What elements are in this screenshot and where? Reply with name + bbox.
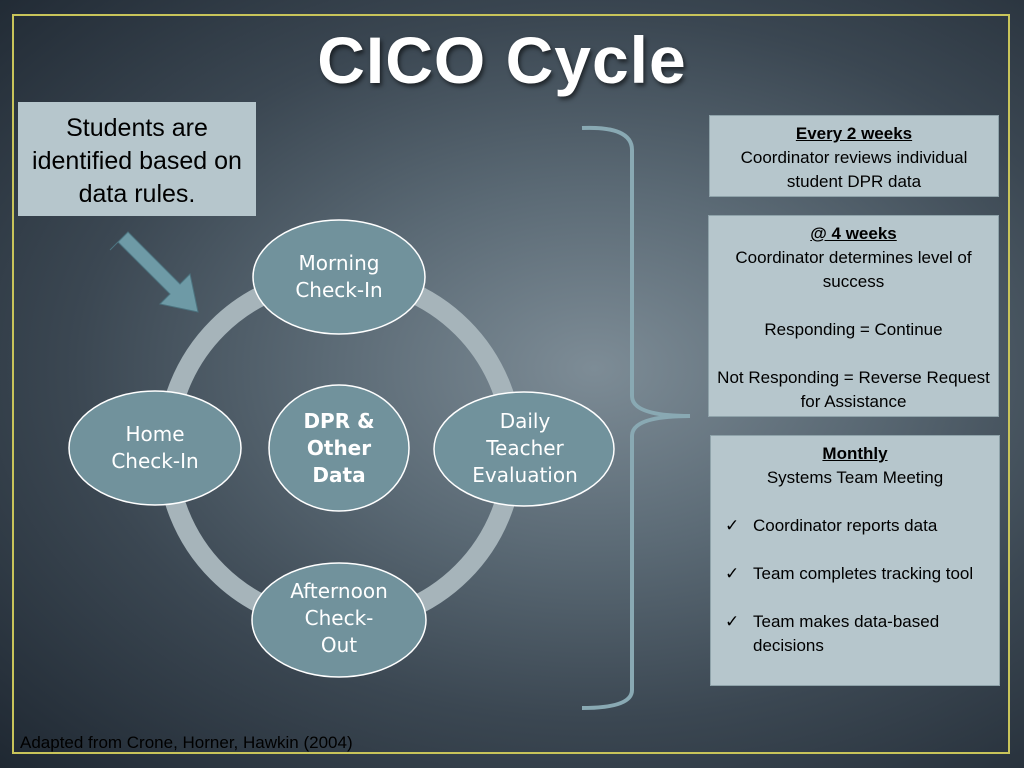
list-item: ✓ Team completes tracking tool — [719, 562, 991, 586]
box-monthly-subheading: Systems Team Meeting — [766, 468, 944, 487]
box-monthly: Monthly Systems Team Meeting ✓ Coordinat… — [710, 435, 1000, 686]
box-at-4-weeks-line2: Responding = Continue — [764, 320, 943, 339]
arrow-icon — [109, 231, 199, 313]
node-center-label: DPR & Other Data — [303, 409, 375, 487]
node-home-check-in — [68, 390, 242, 506]
node-center-dpr — [268, 384, 410, 512]
check-icon: ✓ — [725, 516, 740, 535]
box-monthly-heading: Monthly — [822, 444, 888, 463]
check-icon: ✓ — [725, 564, 740, 583]
node-morning-check-in — [252, 219, 426, 335]
list-item: ✓ Coordinator reports data — [719, 514, 991, 538]
box-every-2-weeks: Every 2 weeks Coordinator reviews indivi… — [709, 115, 999, 197]
slide-frame — [12, 14, 1010, 754]
node-daily-teacher-evaluation — [433, 391, 615, 507]
node-afternoon-check-out — [251, 562, 427, 678]
box-at-4-weeks-heading: @ 4 weeks — [810, 224, 897, 243]
bracket-shape — [581, 125, 691, 710]
intro-text-box: Students are identified based on data ru… — [18, 102, 256, 216]
node-afternoon-label: Afternoon Check- Out — [290, 579, 388, 657]
node-home-label: Home Check-In — [111, 422, 199, 473]
node-daily-label: Daily Teacher Evaluation — [472, 409, 578, 487]
check-icon: ✓ — [725, 612, 740, 631]
node-morning-label: Morning Check-In — [295, 251, 383, 302]
box-at-4-weeks-line3: Not Responding = Reverse Request for Ass… — [717, 368, 990, 411]
page-title: CICO Cycle — [317, 23, 687, 97]
box-every-2-weeks-heading: Every 2 weeks — [795, 124, 913, 143]
citation-footer: Adapted from Crone, Horner, Hawkin (2004… — [20, 733, 353, 752]
box-at-4-weeks-line1: Coordinator determines level of success — [735, 248, 972, 291]
box-at-4-weeks: @ 4 weeks Coordinator determines level o… — [708, 215, 999, 417]
box-every-2-weeks-text: Coordinator reviews individual student D… — [740, 148, 968, 191]
monthly-checklist: ✓ Coordinator reports data ✓ Team comple… — [719, 514, 991, 658]
list-item: ✓ Team makes data-based decisions — [725, 612, 940, 655]
